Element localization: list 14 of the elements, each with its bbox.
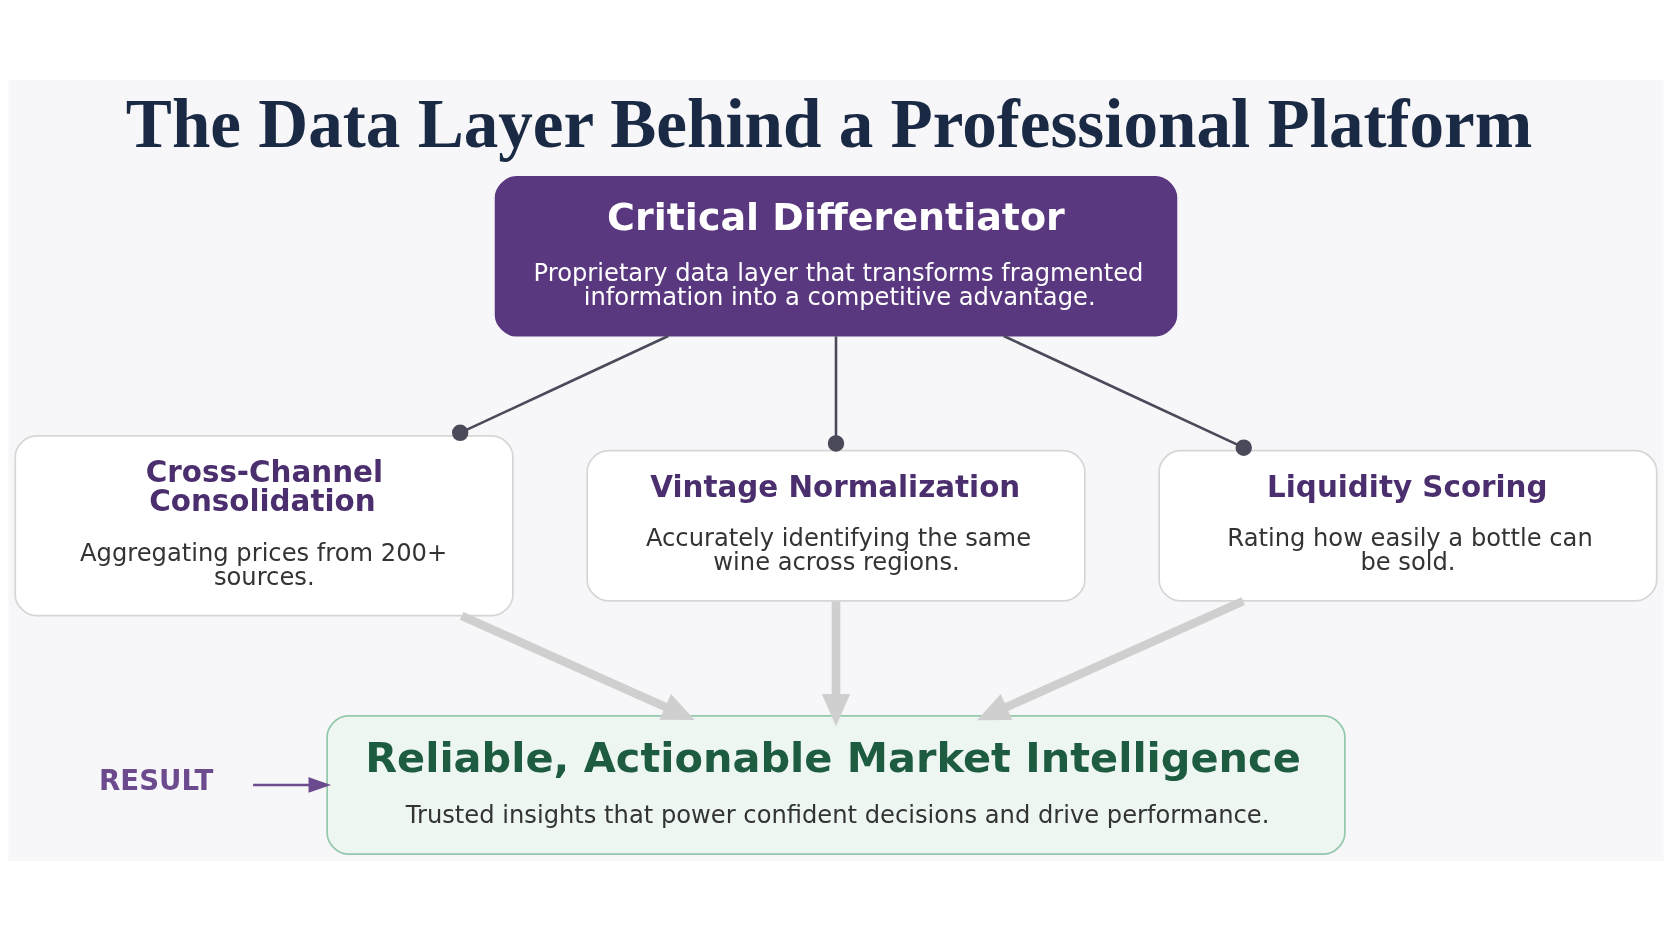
connector xyxy=(827,336,845,452)
connector xyxy=(1003,334,1252,456)
node-box: Reliable, Actionable Market Intelligence Trusted insights that power confident decisions and drive performance. xyxy=(326,715,1346,855)
arrow xyxy=(253,777,332,793)
node-box: Critical Differentiator Proprietary data layer that transforms fragmented information into a competitive advantage. xyxy=(494,175,1178,337)
arrow xyxy=(976,597,1246,721)
node-box: Cross-Channel Consolidation Aggregating prices from 200+ sources. xyxy=(14,435,514,617)
node-box: Vintage Normalization Accurately identifying the same wine across regions. xyxy=(586,449,1086,602)
connector xyxy=(451,334,669,442)
arrow xyxy=(459,611,695,721)
diagram-title: The Data Layer Behind a Professional Platform xyxy=(125,85,1533,163)
node-box: Liquidity Scoring Rating how easily a bottle can be sold. xyxy=(1158,449,1658,602)
arrow xyxy=(821,601,851,727)
node-text: RESULT xyxy=(99,763,214,797)
